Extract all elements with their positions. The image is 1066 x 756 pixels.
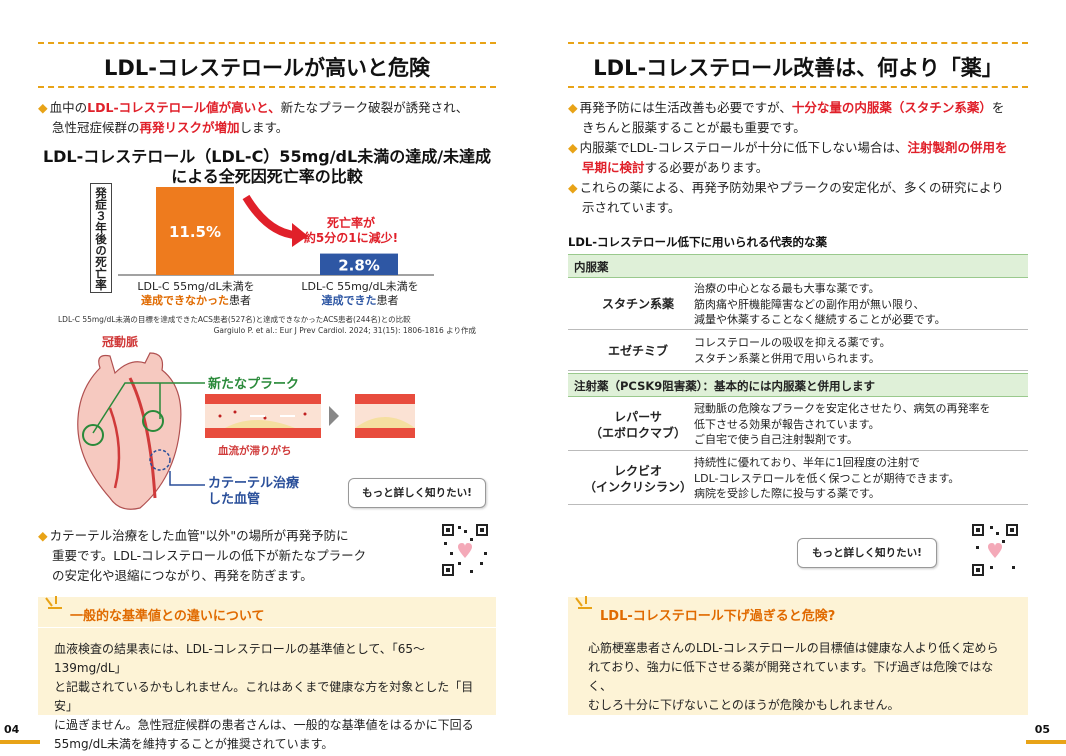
title-top-rule [38,42,496,44]
decrease-arrow [242,194,297,239]
catheter-label: カテーテル治療した血管 [208,476,300,507]
drug-desc: コレステロールの吸収を抑える薬です。 スタチン系薬と併用で用いられます。 [694,336,891,365]
callout-lines [92,382,205,486]
qr-code-icon[interactable] [970,522,1020,578]
bar-1 [156,187,234,275]
decrease-arrow-head [292,223,308,247]
table-section-oral: 内服薬 [568,254,1028,278]
diamond-bullet-icon: ◆ [568,140,578,155]
diamond-bullet-icon: ◆ [568,100,578,115]
category-2-label: LDL-C 55mg/dL未満を達成できた患者 [301,280,419,307]
new-plaque-label: 新たなプラーク [208,377,300,392]
qr-code-icon[interactable] [440,522,490,578]
right-page: LDL-コレステロール改善は、何より「薬」 ◆再発予防には生活改善も必要ですが、… [533,0,1066,756]
bottom-bar [0,740,40,744]
coronary-label: 冠動脈 [102,335,139,349]
drug-name: レパーサ （エボロクマブ） [589,410,686,440]
chart-title-line-2: による全死因死亡率の比較 [171,167,363,186]
left-note-box: 血液検査の結果表には、LDL-コレステロールの基準値として、「65～139mg/… [38,627,496,751]
spark-icon [45,596,62,609]
table-row: レクビオ （インクリシラン） 持続性に優れており、半年に1回程度の注射で LDL… [568,451,1028,505]
chart-callout: 死亡率が約5分の1に減少! [303,216,399,245]
note-header-bg [38,597,496,627]
table-row: スタチン系薬 治療の中心となる最も大事な薬です。 筋肉痛や肝機能障害などの副作用… [568,278,1028,330]
left-intro: ◆血中のLDL-コレステロール値が高いと、新たなプラーク破裂が誘発され、 急性冠… [38,100,469,135]
left-para-2: ◆カテーテル治療をした血管"以外"の場所が再発予防に 重要です。LDL-コレステ… [38,528,367,583]
left-note-title: 一般的な基準値との違いについて [70,609,265,624]
more-info-button[interactable]: もっと詳しく知りたい! [348,478,486,508]
drug-name: エゼチミブ [607,344,668,358]
diamond-bullet-icon: ◆ [38,100,48,115]
heart-icon [77,352,182,510]
chart-source-1: LDL-C 55mg/dL未満の目標を達成できたACS患者(527名)と達成でき… [58,315,411,324]
table-section-injection: 注射薬（PCSK9阻害薬）：基本的には内服薬と併用します [568,373,1028,397]
page-number: 04 [4,723,20,736]
drug-desc: 持続性に優れており、半年に1回程度の注射で LDL-コレステロールを低く保つこと… [694,456,960,500]
note-header-bg [568,597,1028,627]
bar-value-label-1: 11.5% [169,223,221,241]
vessel-plaque-illustration [205,394,415,438]
flow-label: 血流が滞りがち [218,445,292,457]
drug-desc: 冠動脈の危険なプラークを安定化させたり、病気の再発率を 低下させる効果が報告され… [694,402,991,446]
chart-source-2: Gargiulo P. et al.: Eur J Prev Cardiol. … [213,326,476,335]
more-info-button[interactable]: もっと詳しく知りたい! [797,538,937,568]
right-note-box: 心筋梗塞患者さんのLDL-コレステロールの目標値は健康な人より低く定めら れてお… [568,627,1028,715]
category-1-label: LDL-C 55mg/dL未満を達成できなかった患者 [137,280,255,307]
right-title: LDL-コレステロール改善は、何より「薬」 [593,56,1003,80]
bar-value-label-2: 2.8% [338,256,380,274]
left-page: LDL-コレステロールが高いと危険 ◆血中のLDL-コレステロール値が高いと、新… [0,42,496,751]
drug-name: スタチン系薬 [601,297,674,311]
bar-2 [320,253,398,275]
chart-title-line-1: LDL-コレステロール（LDL-C）55mg/dL未満の達成/未達成 [42,147,492,166]
mortality-bar-chart: 11.5% 2.8% [118,187,434,276]
chart-ylabel: 発症３年後の死亡率 [90,183,112,293]
drug-desc: 治療の中心となる最も大事な薬です。 筋肉痛や肝機能障害などの副作用が無い限り、 … [694,282,946,326]
bottom-bar [1026,740,1066,744]
title-bottom-rule [568,86,1028,88]
spark-icon [575,596,592,609]
page-number: 05 [1034,723,1050,736]
left-title: LDL-コレステロールが高いと危険 [104,56,430,80]
title-top-rule [568,42,1028,44]
drug-name: レクビオ （インクリシラン） [583,464,692,494]
table-title: LDL-コレステロール低下に用いられる代表的な薬 [568,235,827,249]
diamond-bullet-icon: ◆ [38,528,48,543]
diamond-bullet-icon: ◆ [568,180,578,195]
title-bottom-rule [38,86,496,88]
right-bullets: ◆再発予防には生活改善も必要ですが、十分な量の内服薬（スタチン系薬）を きちんと… [568,100,1008,215]
table-row: エゼチミブ コレステロールの吸収を抑える薬です。 スタチン系薬と併用で用いられま… [568,330,1028,371]
right-note-title: LDL-コレステロール下げ過ぎると危険? [600,609,836,624]
table-row: レパーサ （エボロクマブ） 冠動脈の危険なプラークを安定化させたり、病気の再発率… [568,397,1028,451]
